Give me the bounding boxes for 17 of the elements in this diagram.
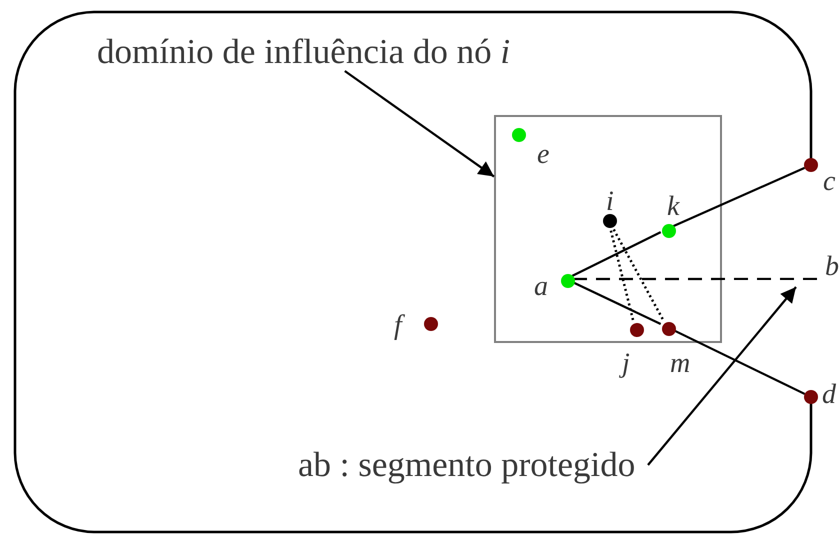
point-label: c <box>823 168 836 196</box>
segment-line <box>572 281 662 325</box>
point-label: b <box>824 250 839 284</box>
segment-line <box>672 329 806 395</box>
segment-line <box>573 278 818 280</box>
point-label: d <box>822 381 836 409</box>
point-label: m <box>670 350 690 378</box>
point-label: a <box>534 273 548 301</box>
leader-arrow <box>647 286 797 466</box>
point-label: e <box>537 141 550 169</box>
annotation-text: ab : segmento protegido <box>298 446 636 484</box>
point-label: i <box>606 188 614 216</box>
annotation-text: domínio de influência do nó i <box>97 33 512 71</box>
leader-arrow <box>344 70 495 178</box>
point-label: k <box>667 193 680 221</box>
segment-line <box>572 231 662 277</box>
segment-line <box>672 166 806 228</box>
